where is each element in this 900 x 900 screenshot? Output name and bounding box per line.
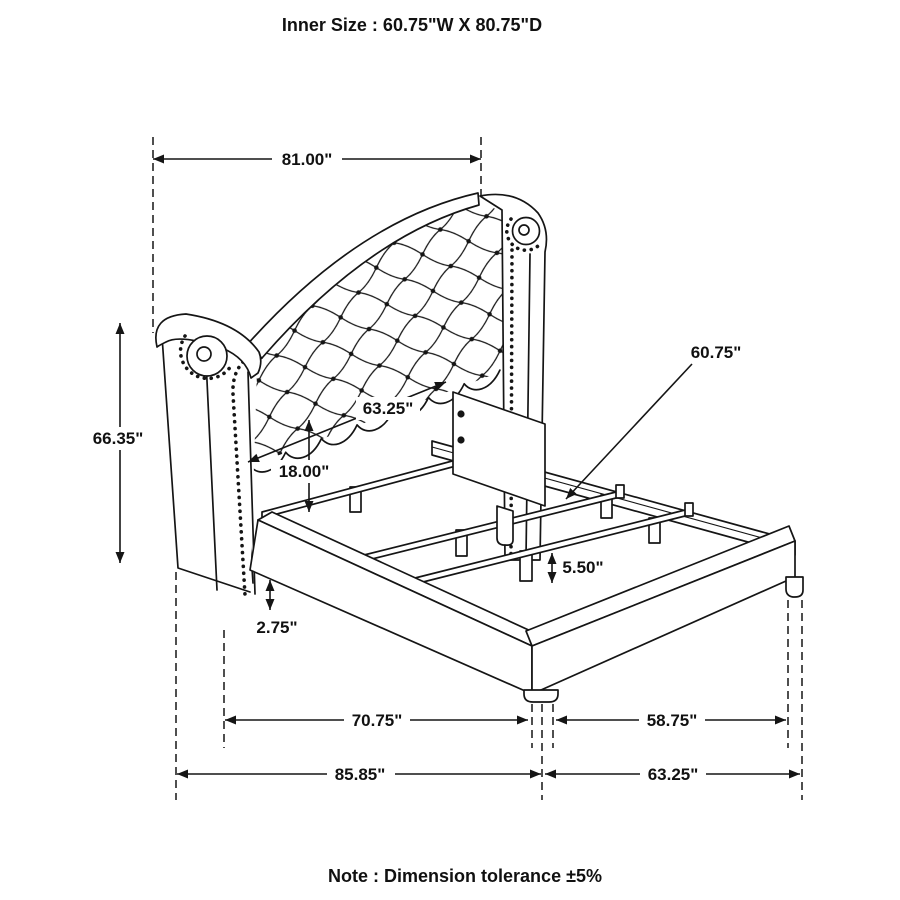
dim-label: 5.50" [562, 558, 603, 577]
front-corner-leg [523, 689, 559, 703]
nailhead-arc-left [178, 334, 233, 381]
dim-overall-width: 63.25" [545, 763, 800, 786]
dim-inner-length-left: 70.75" [225, 709, 528, 732]
bracket-leg [496, 505, 514, 546]
dim-panel-offset: 18.00" [271, 420, 337, 512]
nailhead-trim-left [231, 360, 247, 597]
dimensions: 81.00" 66.35" 63.25" 18.00" 60.75" [86, 137, 803, 800]
dim-label: 2.75" [256, 618, 297, 637]
dim-label: 85.85" [335, 765, 386, 784]
headboard [155, 192, 548, 597]
bracket-hole [457, 436, 465, 444]
slat-end-tab [684, 502, 694, 517]
dim-label: 63.25" [363, 399, 414, 418]
dim-label: 60.75" [691, 343, 742, 362]
dim-rail-bottom: 2.75" [256, 580, 298, 637]
nailhead-arc-right [505, 217, 543, 252]
right-corner-leg [785, 576, 804, 598]
bed-frame [249, 391, 804, 703]
dim-panel-width: 63.25" [247, 381, 447, 463]
dim-headboard-height: 66.35" [86, 323, 150, 563]
dim-label: 63.25" [648, 765, 699, 784]
dim-label: 70.75" [352, 711, 403, 730]
dim-headboard-width: 81.00" [153, 147, 481, 170]
slat-end-tab [615, 484, 625, 499]
arch-top-edge [245, 192, 480, 359]
headboard-bracket [452, 391, 546, 507]
dim-label: 81.00" [282, 150, 333, 169]
bracket-hole [457, 410, 465, 418]
left-wing [161, 332, 257, 592]
left-scroll-arm [155, 313, 262, 379]
dim-label: 66.35" [93, 429, 144, 448]
dim-slat-length-leader: 60.75" [565, 343, 742, 500]
dim-inner-length-right: 58.75" [556, 709, 786, 732]
dim-overall-length: 85.85" [177, 763, 541, 786]
dim-slat-height: 5.50" [547, 553, 604, 583]
inner-size-title: Inner Size : 60.75"W X 80.75"D [282, 15, 542, 35]
nailhead-trim-right [509, 248, 514, 558]
dim-label: 58.75" [647, 711, 698, 730]
dim-label: 18.00" [279, 462, 330, 481]
tolerance-note: Note : Dimension tolerance ±5% [328, 866, 602, 886]
